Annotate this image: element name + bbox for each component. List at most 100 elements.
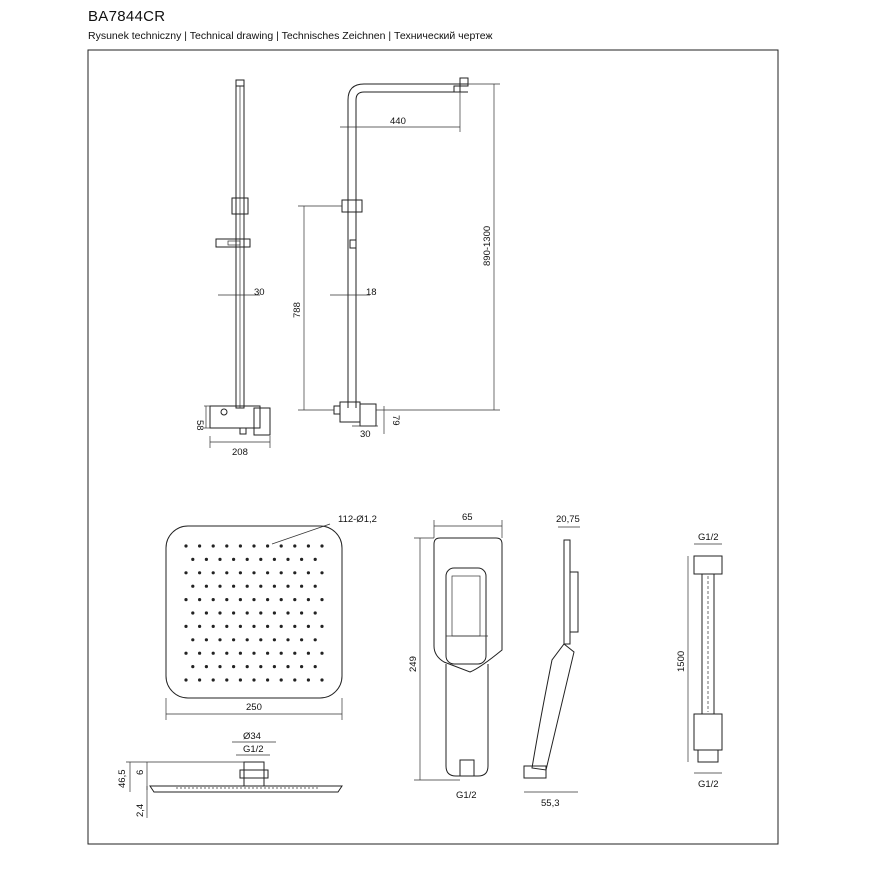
nozzle-dot [306,624,310,629]
front-view [209,79,271,436]
nozzle-dot [306,651,310,655]
nozzle-dot [320,624,324,629]
nozzle-dot [286,584,290,588]
nozzle-dot [204,611,208,615]
nozzle-dot [286,665,290,669]
nozzle-dot [313,611,317,615]
nozzle-dot [225,624,229,629]
nozzle-dot [232,638,236,642]
nozzle-dot [272,557,276,562]
nozzle-dot [293,678,297,682]
dim-890-1300: 890-1300 [482,226,493,266]
nozzle-dot [184,571,188,575]
dim-diameter-34: Ø34 [243,731,261,742]
nozzle-dot [211,598,215,602]
nozzle-dot [198,678,202,682]
dim-65: 65 [462,512,473,523]
nozzle-dot [184,544,188,548]
product-code: BA7844CR [88,8,166,25]
nozzle-dot [218,584,222,588]
nozzle-dot [252,651,256,655]
side-view [333,77,469,427]
nozzle-dot [191,584,195,588]
nozzle-dot [272,584,276,588]
nozzle-dot [313,665,317,669]
nozzle-dot [266,598,270,602]
nozzle-dot [279,571,283,575]
shower-head-top [165,525,343,699]
hand-shower-side [523,539,579,779]
nozzle-dot [306,571,310,575]
dim-20-75: 20,75 [556,514,580,525]
hand-shower-front [433,537,503,777]
nozzle-dot [266,624,270,629]
nozzle-dot [252,544,256,548]
nozzle-dot [259,584,263,588]
nozzle-dot [320,678,324,682]
nozzle-dot [286,557,290,562]
dim-g12-hose-top: G1/2 [698,532,719,543]
nozzle-dot [191,638,195,642]
nozzle-dot [272,611,276,615]
nozzle-dot [259,611,263,615]
nozzle-dot [218,557,222,562]
nozzle-dot [184,598,188,602]
nozzle-dot [266,571,270,575]
dim-55-3: 55,3 [541,798,560,809]
nozzle-dot [225,544,229,548]
nozzle-dot [293,651,297,655]
nozzle-dot [272,638,276,642]
dim-46-5: 46,5 [117,770,128,789]
nozzle-dot [238,624,242,629]
nozzle-dot [252,678,256,682]
nozzle-dot [279,598,283,602]
dim-112-nozzles: 112-Ø1,2 [338,514,377,525]
nozzle-dot [300,611,304,615]
nozzle-dot [252,598,256,602]
nozzle-dot [218,638,222,642]
dim-1500: 1500 [676,651,687,672]
nozzle-dot [286,611,290,615]
nozzle-dot [245,638,249,642]
dim-g12-hose-bottom: G1/2 [698,779,719,790]
nozzle-dot [245,665,249,669]
dim-30-bottom: 30 [360,429,371,440]
nozzle-dot [225,571,229,575]
nozzle-dot [272,665,276,669]
nozzle-dot [191,665,195,669]
nozzle-dot [211,624,215,629]
nozzle-dot [238,678,242,682]
nozzle-dot [293,624,297,629]
drawing-subtitle: Rysunek techniczny | Technical drawing |… [88,30,493,42]
nozzle-dot [204,665,208,669]
nozzle-dot [238,651,242,655]
nozzle-dot [279,544,283,548]
nozzle-dot [320,651,324,655]
nozzle-dot [211,571,215,575]
nozzle-dot [245,557,249,562]
nozzle-dot [279,624,283,629]
nozzle-dot [198,624,202,629]
nozzle-dot [211,678,215,682]
nozzle-dot [313,557,317,562]
nozzle-dot [320,544,324,548]
nozzle-dot [198,598,202,602]
nozzle-dot [286,638,290,642]
nozzle-dot [211,651,215,655]
nozzle-dot [313,584,317,588]
nozzle-dot [252,571,256,575]
nozzle-dot [204,584,208,588]
dim-g12-hand: G1/2 [456,790,477,801]
nozzle-dot [184,624,188,629]
nozzle-dot [306,678,310,682]
nozzle-dot [232,611,236,615]
nozzle-dot [245,584,249,588]
nozzle-dot [306,598,310,602]
nozzle-dot [198,651,202,655]
nozzle-dot [232,665,236,669]
nozzle-dot [184,651,188,655]
nozzle-dot [266,678,270,682]
nozzle-dot [238,598,242,602]
dim-g12-head: G1/2 [243,744,264,755]
